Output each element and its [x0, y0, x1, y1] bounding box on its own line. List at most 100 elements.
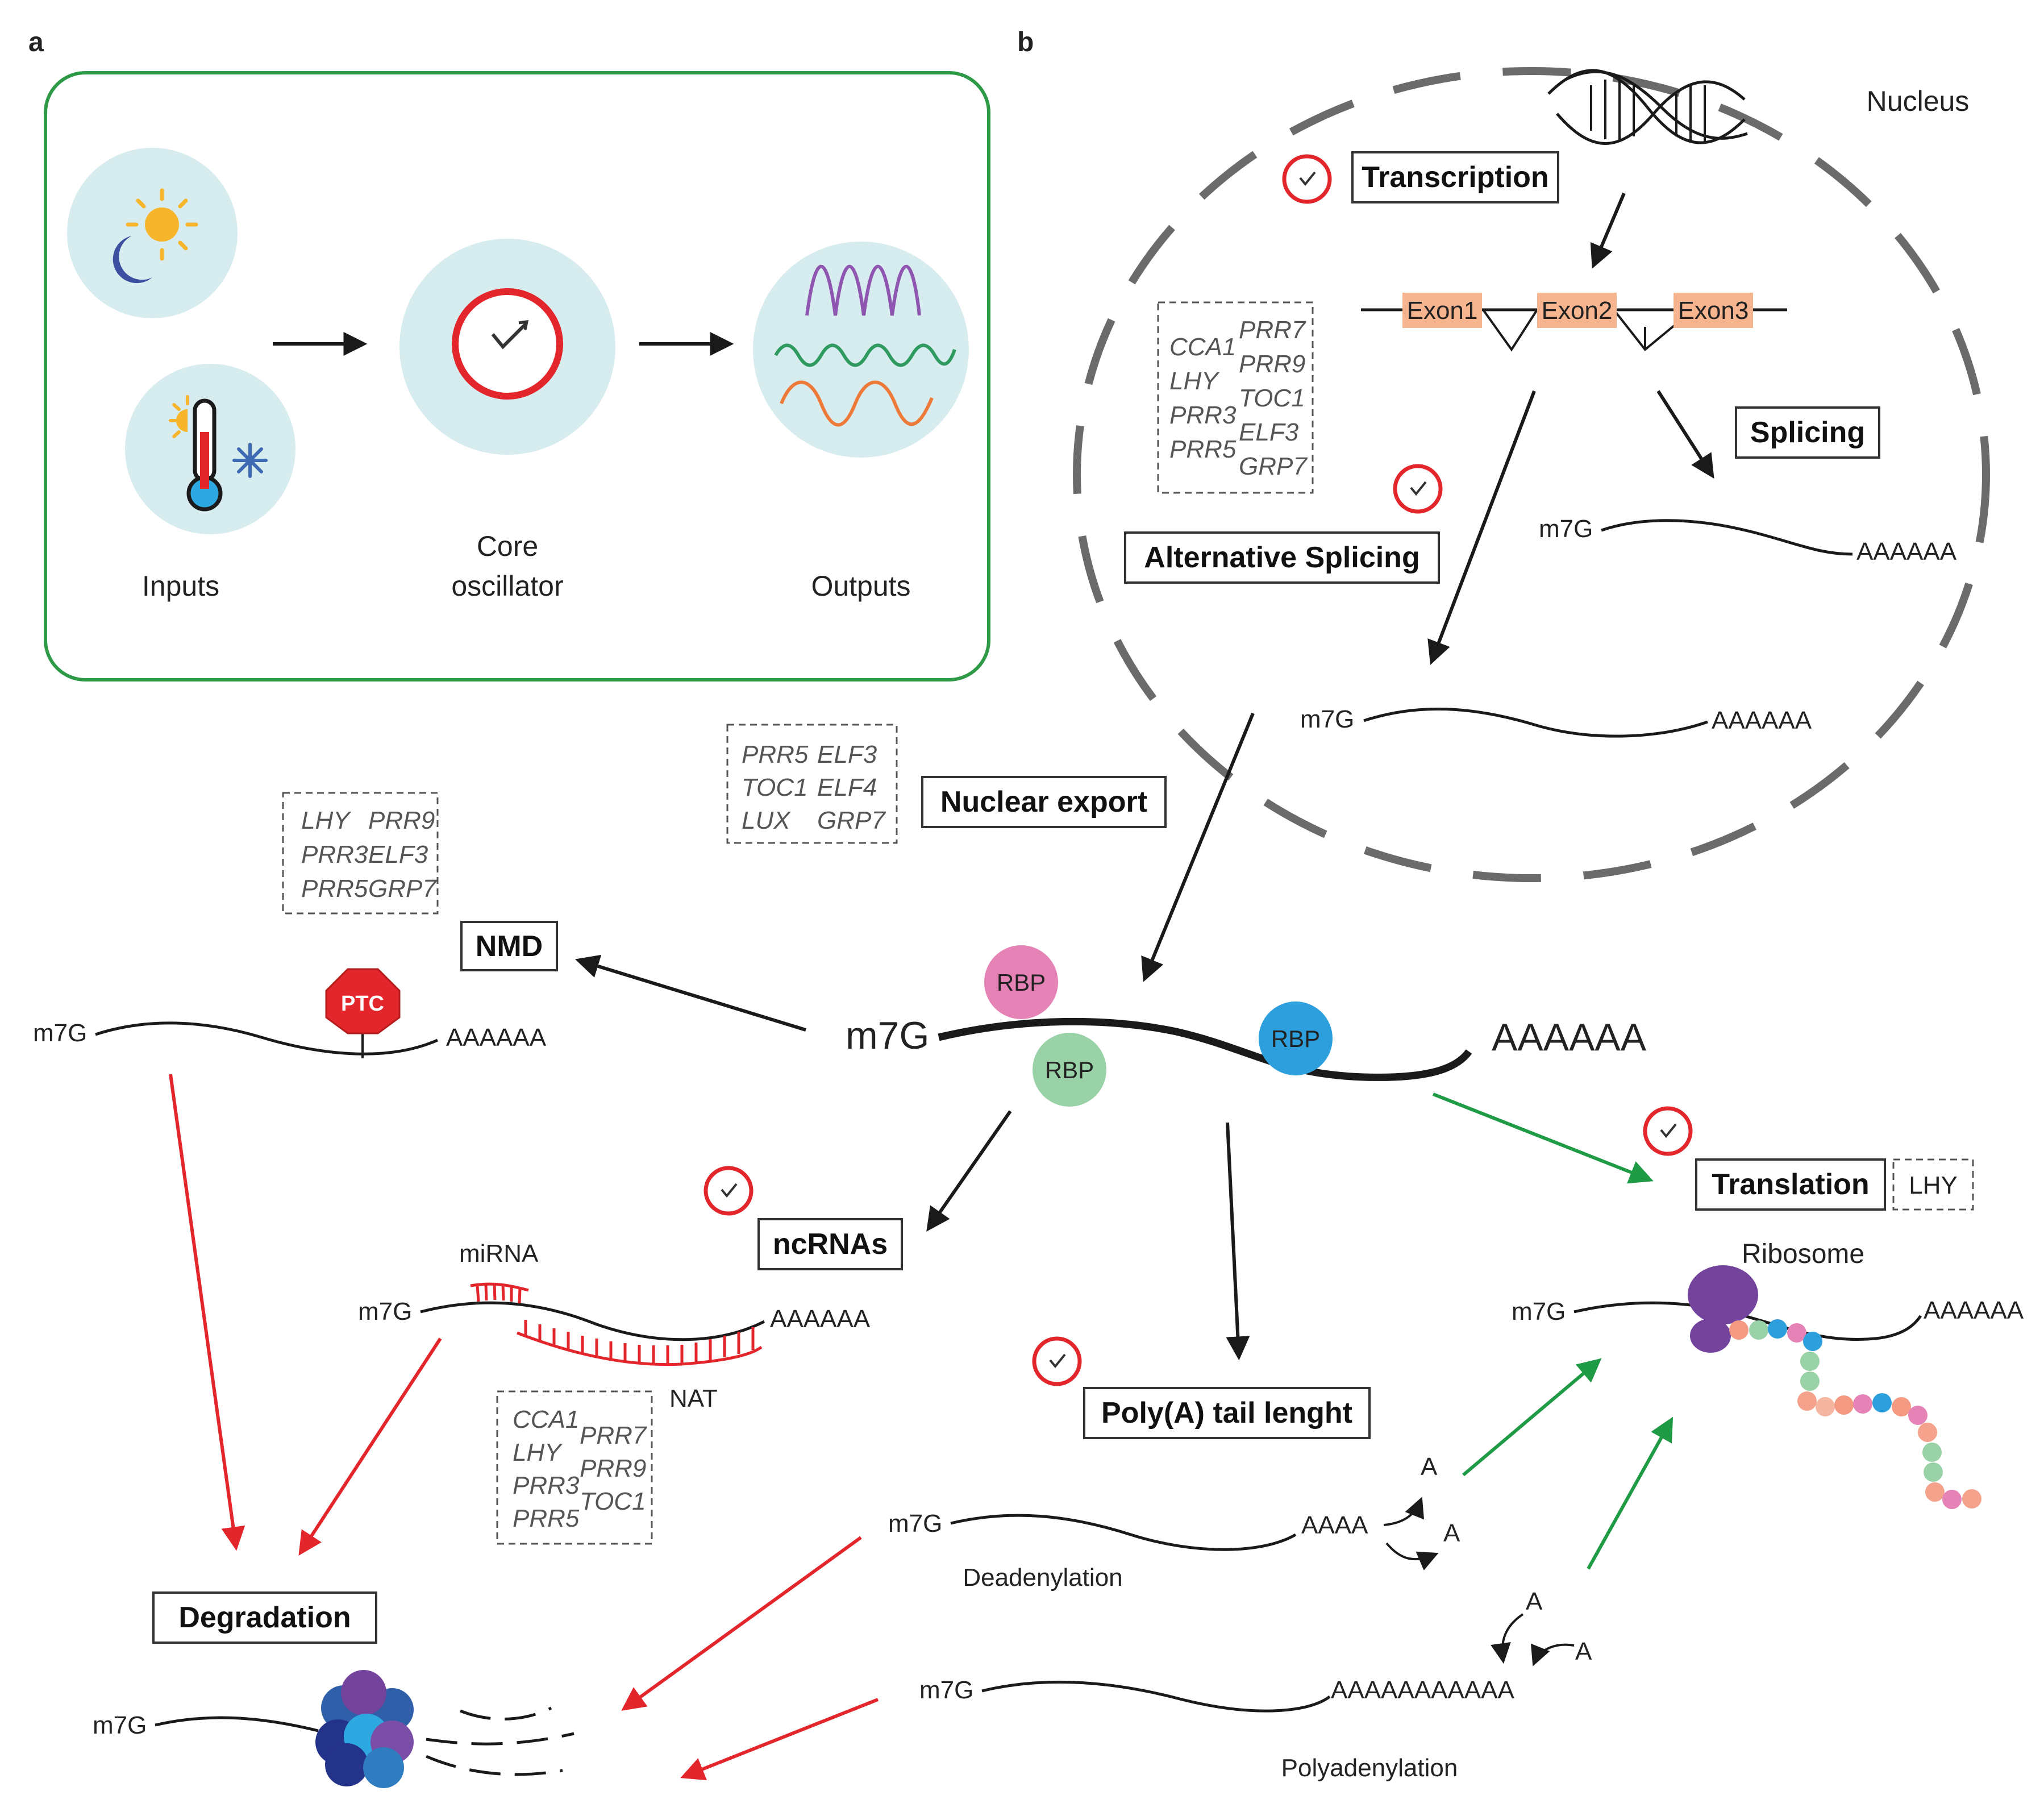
arrow-deadenylation-to-translation [1462, 1358, 1602, 1477]
splicing-label: Splicing [1750, 416, 1865, 449]
poly-a-tail: AAAAAA [446, 1024, 547, 1052]
gene-name: PRR9 [368, 807, 435, 834]
clock-icon [1645, 1108, 1691, 1154]
dna-icon [1547, 69, 1748, 145]
polyadenylation-mrna [981, 1680, 1331, 1713]
central-mrna [938, 1017, 1472, 1081]
gene-name: ELF3 [1239, 418, 1299, 446]
ncrna-target-mrna [420, 1301, 765, 1341]
proteasome-icon [315, 1670, 414, 1788]
inputs-label: Inputs [142, 570, 219, 602]
gene-name: LHY [301, 807, 351, 834]
panel-a-label: a [28, 27, 44, 57]
alternative-splicing-label: Alternative Splicing [1144, 541, 1419, 574]
arrow-nuclear-export [1141, 712, 1255, 982]
rbp-pink: RBP [984, 945, 1058, 1019]
ncrnas-box [757, 1218, 903, 1270]
m7g-cap: m7G [358, 1298, 412, 1325]
gene-name: LHY [1909, 1171, 1958, 1199]
exon1-label: Exon1 [1407, 297, 1478, 325]
arrow-polyadenylation-to-degradation [680, 1698, 879, 1781]
rbp-label: RBP [1045, 1057, 1094, 1083]
alternative-splicing-box [1124, 531, 1440, 584]
m7g-cap: m7G [919, 1676, 973, 1704]
poly-a-tail: AAAAAA [770, 1305, 871, 1333]
arrow-to-nmd [575, 954, 806, 1032]
m7g-cap: m7G [888, 1510, 942, 1537]
m7g-cap: m7G [1300, 705, 1354, 733]
outputs-label: Outputs [811, 570, 910, 602]
exon1-box [1402, 293, 1482, 328]
poly-a-tail: AAAAAA [1856, 538, 1957, 566]
ribosome-icon [1688, 1265, 1758, 1353]
a-nucleotide: A [1575, 1638, 1592, 1665]
outputs-circle [753, 242, 969, 458]
rbp-blue: RBP [1259, 1001, 1333, 1075]
polyadenylation-label: Polyadenylation [1281, 1754, 1458, 1782]
gene-name: PRR3 [1169, 401, 1237, 429]
nucleus-label: Nucleus [1867, 85, 1970, 117]
nat-strand [517, 1320, 763, 1366]
ptc-label: PTC [341, 992, 384, 1016]
nat-label: NAT [669, 1385, 718, 1412]
gene-name: PRR5 [301, 875, 368, 903]
sun-moon-icon [113, 188, 198, 284]
gene-name: CCA1 [1169, 333, 1236, 361]
gene-name: PRR9 [580, 1455, 646, 1482]
clock-icon [706, 1168, 751, 1214]
rbp-label: RBP [997, 969, 1046, 996]
gene-name: ELF3 [368, 841, 428, 868]
alt-splicing-genes: CCA1 LHY PRR3 PRR5 PRR7 PRR9 TOC1 ELF3 G… [1169, 316, 1308, 480]
gene-name: GRP7 [368, 875, 437, 903]
gene-name: PRR5 [513, 1505, 580, 1532]
gene-name: TOC1 [1239, 384, 1305, 412]
transcription-label: Transcription [1362, 161, 1548, 194]
ncrnas-genes: CCA1 LHY PRR3 PRR5 PRR7 PRR9 TOC1 [513, 1406, 647, 1532]
arrow-polyadenylation-to-translation [1587, 1416, 1674, 1570]
panel-a: a [28, 27, 990, 681]
gene-name: ELF4 [817, 774, 877, 801]
mirna-strand [470, 1282, 529, 1304]
gene-name: CCA1 [513, 1406, 579, 1433]
nmd-genes: LHY PRR3 PRR5 PRR9 ELF3 GRP7 [301, 807, 437, 903]
ribosome-label: Ribosome [1742, 1239, 1864, 1269]
translation-box [1695, 1158, 1886, 1211]
gene-name: PRR5 [1169, 435, 1237, 463]
nmd-label: NMD [476, 930, 543, 963]
nuclear-export-box [921, 776, 1167, 828]
nmd-gene-box [282, 792, 439, 915]
gene-name: TOC1 [580, 1487, 646, 1515]
gene-name: PRR5 [742, 741, 809, 768]
gene-name: TOC1 [742, 774, 808, 801]
exon2-box [1537, 293, 1617, 328]
arrow-to-splicing [1656, 390, 1714, 479]
core-oscillator-circle [399, 239, 615, 455]
panel-b-label: b [1017, 27, 1034, 57]
gene-name: LUX [742, 807, 791, 834]
gene-name: ELF3 [817, 741, 877, 768]
input-temperature-circle [125, 364, 295, 534]
exon3-box [1674, 293, 1753, 328]
gene-name: PRR7 [580, 1422, 647, 1449]
panel-a-border [44, 71, 990, 681]
poly-a-tail: AAAA [1301, 1511, 1368, 1539]
gene-name: GRP7 [1239, 452, 1308, 480]
spliced-mrna [1601, 519, 1853, 556]
exon3-label: Exon3 [1678, 297, 1749, 325]
nuclear-export-gene-box [726, 724, 898, 844]
arrow-ncrnas-to-degradation [298, 1337, 442, 1556]
translation-label: Translation [1712, 1168, 1869, 1201]
arrow-to-translation [1432, 1092, 1654, 1184]
gene-name: PRR3 [301, 841, 368, 868]
poly-a-tail: AAAAAAAAAAA [1331, 1676, 1514, 1704]
small-sun-icon [169, 395, 189, 438]
m7g-cap: m7G [33, 1019, 87, 1047]
arrow-nmd-to-degradation [169, 1074, 245, 1551]
nucleus-membrane [1073, 67, 1990, 882]
poly-a-tail-central: AAAAAA [1492, 1016, 1647, 1059]
nuclear-export-genes: PRR5 TOC1 LUX ELF3 ELF4 GRP7 [742, 741, 886, 834]
gene-name: PRR9 [1239, 350, 1305, 378]
output-wave-orange [780, 380, 934, 427]
output-wave-purple [805, 264, 921, 316]
output-wave-green [774, 343, 956, 367]
